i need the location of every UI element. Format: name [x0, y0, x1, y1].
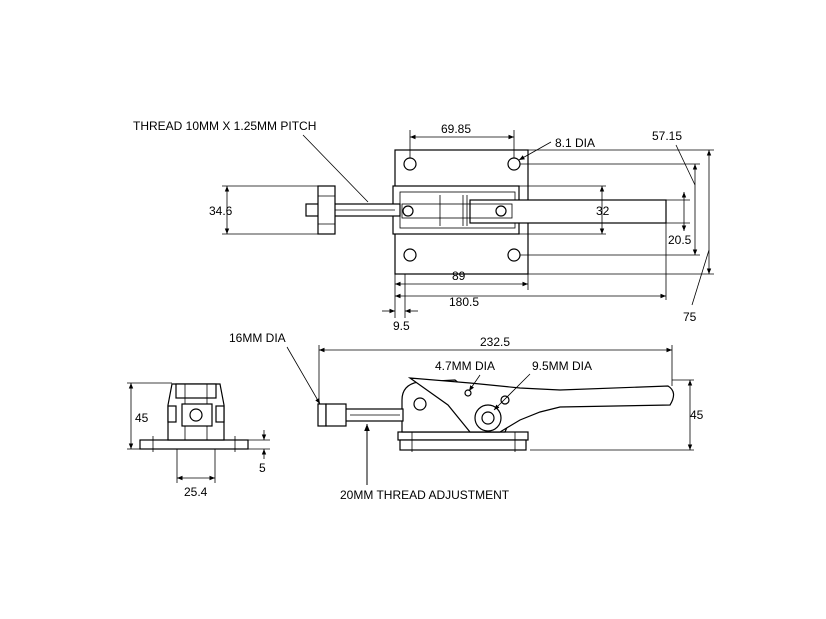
dim-69-85: 69.85 [441, 122, 471, 136]
label-thread-adjustment: 20MM THREAD ADJUSTMENT [340, 488, 510, 502]
dim-32: 32 [596, 204, 610, 218]
mounting-hole [507, 248, 521, 262]
top-view: 69.85 8.1 DIA THREAD 10MM X 1.25MM PITCH… [133, 119, 714, 333]
side-base-plate [397, 431, 529, 441]
dim-89: 89 [452, 269, 466, 283]
mounting-hole [507, 157, 521, 171]
dim-232-5: 232.5 [480, 335, 510, 349]
dim-45-right: 45 [690, 408, 704, 422]
end-view: 45 5 25.4 [127, 382, 270, 499]
side-spindle-tip [317, 403, 327, 427]
dim-34-6: 34.6 [209, 204, 233, 218]
handle [469, 199, 667, 224]
dim-5: 5 [259, 461, 266, 475]
spindle-nut [317, 185, 336, 235]
dim-9-5: 9.5 [393, 319, 410, 333]
mounting-hole [403, 157, 417, 171]
dim-45-left: 45 [135, 411, 149, 425]
dim-180-5: 180.5 [449, 295, 479, 309]
label-thread: THREAD 10MM X 1.25MM PITCH [133, 119, 316, 133]
dim-57-15: 57.15 [652, 129, 682, 143]
label-8-1-dia: 8.1 DIA [555, 136, 595, 150]
dim-20-5: 20.5 [668, 233, 692, 247]
label-16mm-dia: 16MM DIA [229, 331, 286, 345]
dim-25-4: 25.4 [184, 485, 208, 499]
mounting-hole [403, 248, 417, 262]
label-9-5mm-dia: 9.5MM DIA [532, 359, 592, 373]
label-4-7mm-dia: 4.7MM DIA [435, 359, 495, 373]
end-base-flange [139, 439, 249, 450]
side-view: 232.5 16MM DIA 4.7MM DIA 9.5MM DIA 45 20… [229, 331, 704, 502]
dim-75: 75 [683, 310, 697, 324]
